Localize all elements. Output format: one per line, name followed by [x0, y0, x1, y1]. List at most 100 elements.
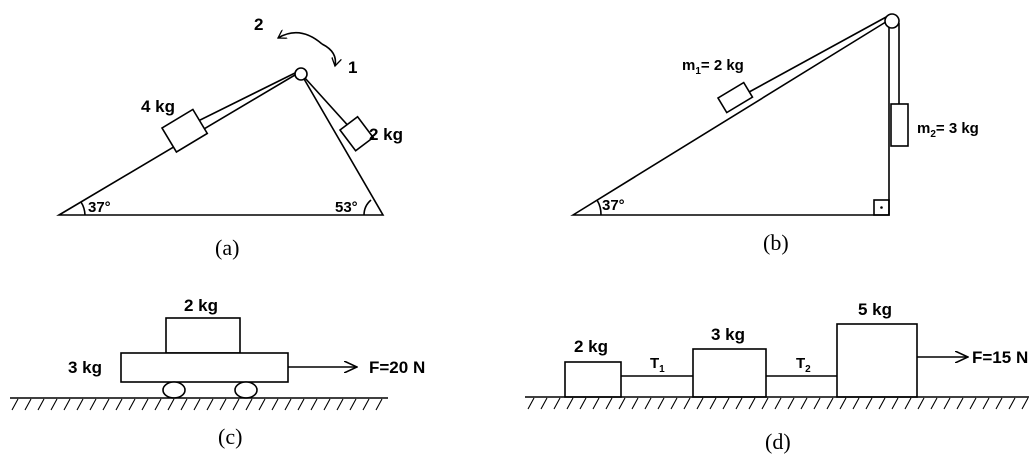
label-force-20n: F=20 N	[369, 358, 425, 377]
hatch-mark	[956, 397, 964, 410]
hatch-mark	[50, 398, 58, 411]
hatch-mark	[969, 397, 977, 410]
cart-3kg	[120, 352, 289, 383]
direction-1-arrow	[321, 43, 335, 66]
diagram-a: 2 kg 4 kg 2 1 37° 53° (a)	[56, 15, 403, 260]
hatch-mark	[527, 397, 535, 410]
label-5-kg-d: 5 kg	[858, 300, 892, 319]
hatch-mark	[128, 398, 136, 411]
hatch-mark	[904, 397, 912, 410]
hatch-mark	[553, 397, 561, 410]
hatch-mark	[310, 398, 318, 411]
hatch-mark	[141, 398, 149, 411]
hatch-mark	[813, 397, 821, 410]
label-direction-1: 1	[348, 58, 357, 77]
hatch-mark	[167, 398, 175, 411]
hatch-mark	[76, 398, 84, 411]
label-2-kg-c: 2 kg	[184, 296, 218, 315]
hatch-mark	[102, 398, 110, 411]
hatch-mark	[800, 397, 808, 410]
hatch-mark	[774, 397, 782, 410]
double-incline	[56, 70, 385, 216]
diagram-c: 2 kg 3 kg F=20 N (c)	[10, 296, 425, 449]
right-incline	[570, 18, 890, 216]
rope-incline	[739, 15, 889, 98]
hatch-mark	[878, 397, 886, 410]
angle-arc-right	[363, 199, 372, 216]
label-2-kg-d: 2 kg	[574, 337, 608, 356]
block-4kg	[160, 108, 209, 154]
hatch-mark	[115, 398, 123, 411]
block-2kg-top	[165, 317, 241, 354]
hatch-mark	[644, 397, 652, 410]
ground-hatching-d	[527, 397, 1029, 410]
hatch-mark	[865, 397, 873, 410]
hatch-mark	[605, 397, 613, 410]
hatch-mark	[683, 397, 691, 410]
pulley	[294, 67, 308, 81]
hatch-mark	[180, 398, 188, 411]
block-m2	[890, 103, 909, 147]
hatch-mark	[1008, 397, 1016, 410]
label-m1: m1= 2 kg	[682, 57, 744, 77]
hatch-mark	[826, 397, 834, 410]
hatch-mark	[375, 398, 383, 411]
angle-arc-left	[80, 201, 86, 216]
hatch-mark	[579, 397, 587, 410]
hatch-mark	[917, 397, 925, 410]
hatch-mark	[839, 397, 847, 410]
hatch-mark	[995, 397, 1003, 410]
diagram-d: 2 kg 3 kg 5 kg T1 T2 F=15 N (d)	[525, 300, 1029, 454]
caption-a: (a)	[215, 235, 239, 260]
hatch-mark	[154, 398, 162, 411]
label-angle-37-b: 37°	[602, 197, 625, 214]
hatch-mark	[982, 397, 990, 410]
hatch-mark	[89, 398, 97, 411]
hatch-mark	[219, 398, 227, 411]
label-3-kg-d: 3 kg	[711, 325, 745, 344]
hatch-mark	[930, 397, 938, 410]
hatch-mark	[336, 398, 344, 411]
hatch-mark	[271, 398, 279, 411]
block-m1	[716, 81, 754, 114]
label-angle-37-a: 37°	[88, 199, 111, 216]
hatch-mark	[631, 397, 639, 410]
label-t2: T2	[796, 355, 811, 375]
hatch-mark	[943, 397, 951, 410]
caption-d: (d)	[765, 429, 791, 454]
hatch-mark	[748, 397, 756, 410]
direction-2-arrow	[278, 33, 323, 45]
hatch-mark	[24, 398, 32, 411]
hatch-mark	[618, 397, 626, 410]
label-t1: T1	[650, 355, 665, 375]
hatch-mark	[193, 398, 201, 411]
hatch-mark	[232, 398, 240, 411]
label-angle-53: 53°	[335, 199, 358, 216]
label-m2: m2= 3 kg	[917, 120, 979, 140]
label-4-kg: 4 kg	[141, 97, 175, 116]
hatch-mark	[284, 398, 292, 411]
hatch-mark	[566, 397, 574, 410]
hatch-mark	[245, 398, 253, 411]
hatch-mark	[735, 397, 743, 410]
caption-c: (c)	[218, 424, 242, 449]
hatch-mark	[696, 397, 704, 410]
hatch-mark	[258, 398, 266, 411]
hatch-mark	[709, 397, 717, 410]
hatch-mark	[852, 397, 860, 410]
hatch-mark	[540, 397, 548, 410]
ground-hatching-c	[11, 398, 383, 411]
label-3-kg-c: 3 kg	[68, 358, 102, 377]
label-2-kg-a: 2 kg	[369, 125, 403, 144]
block-3kg-d	[692, 348, 767, 398]
hatch-mark	[1021, 397, 1029, 410]
hatch-mark	[362, 398, 370, 411]
hatch-mark	[63, 398, 71, 411]
hatch-mark	[11, 398, 19, 411]
block-2kg-d	[564, 361, 622, 398]
hatch-mark	[37, 398, 45, 411]
label-force-15n: F=15 N	[972, 348, 1028, 367]
hatch-mark	[787, 397, 795, 410]
right-angle-mark	[873, 199, 890, 216]
